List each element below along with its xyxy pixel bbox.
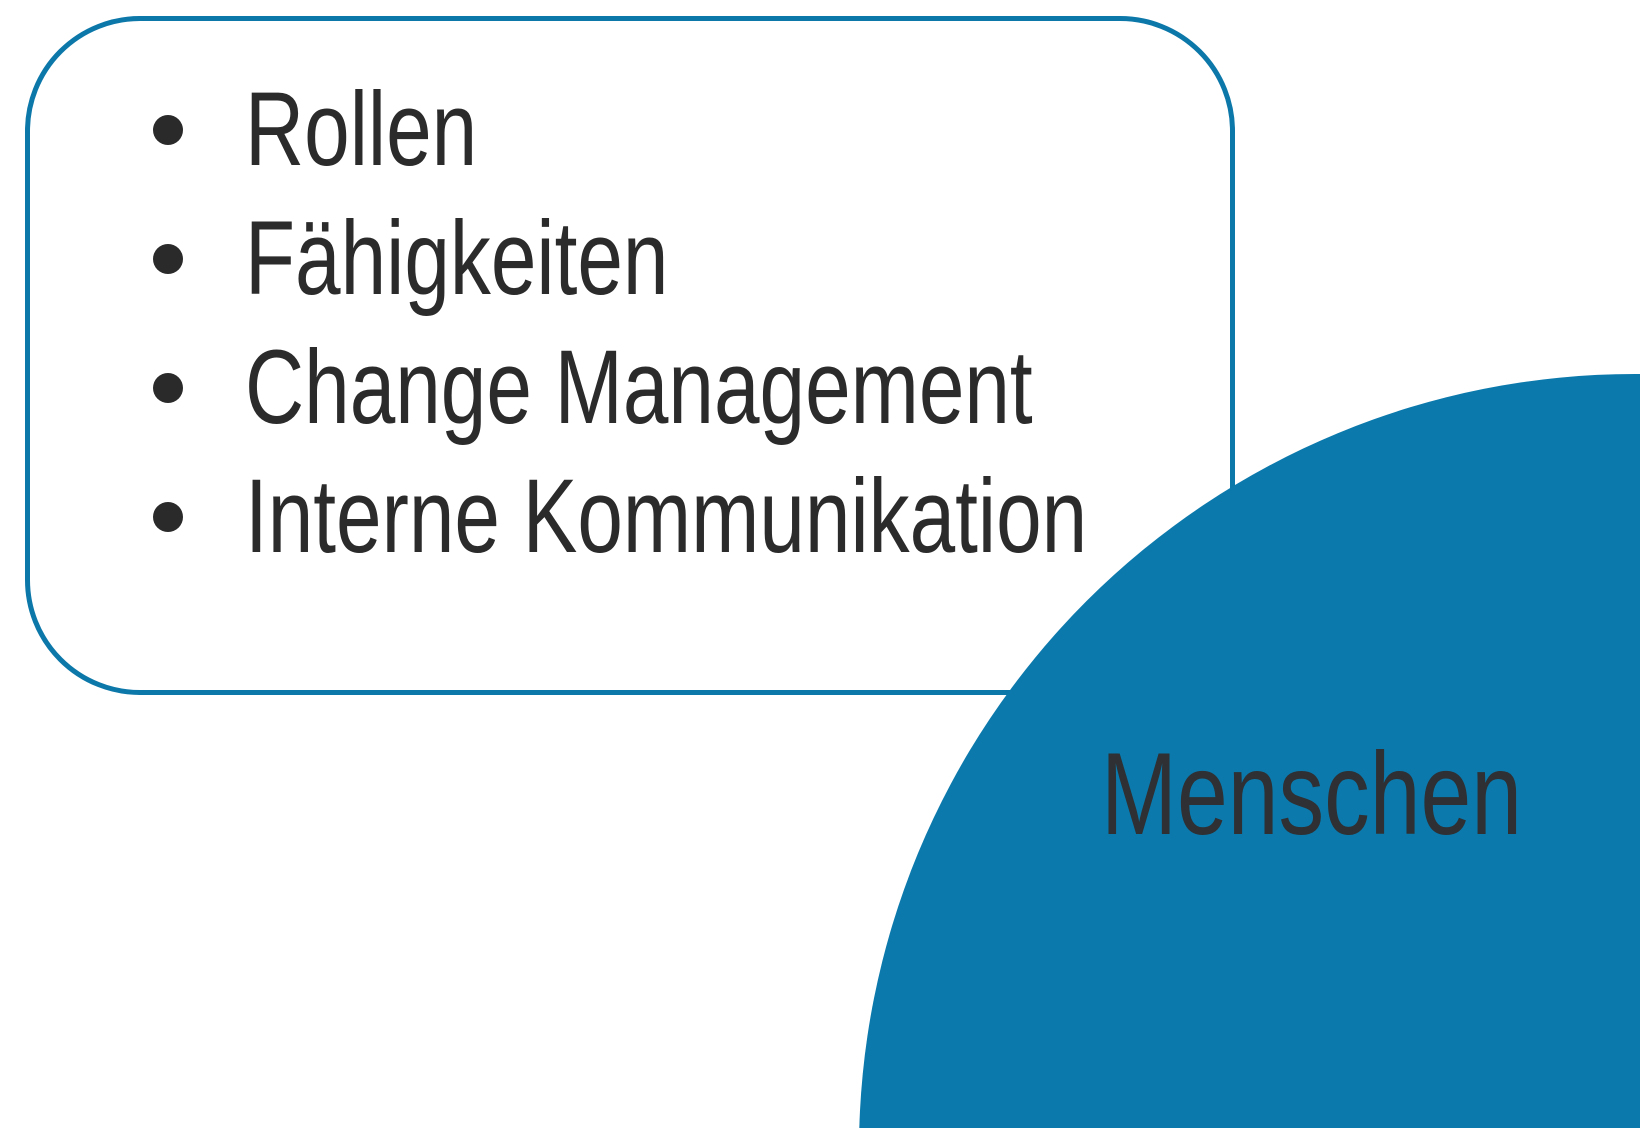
list-item-label: Fähigkeiten (245, 200, 669, 317)
bullet-dot-icon (153, 372, 183, 403)
list-item-label: Rollen (245, 71, 478, 188)
list-item: Interne Kommunikation (153, 452, 1325, 581)
bullet-dot-icon (153, 501, 183, 532)
list-item: Rollen (153, 65, 1325, 194)
list-item: Fähigkeiten (153, 194, 1325, 323)
menschen-circle-label: Menschen (1101, 728, 1523, 859)
list-item: Change Management (153, 323, 1325, 452)
bullet-dot-icon (153, 243, 183, 274)
bullet-dot-icon (153, 114, 183, 145)
list-item-label: Change Management (245, 329, 1033, 446)
list-item-label: Interne Kommunikation (245, 458, 1088, 575)
bullet-box (25, 16, 1235, 695)
bullet-list: Rollen Fähigkeiten Change Management Int… (153, 65, 1325, 581)
